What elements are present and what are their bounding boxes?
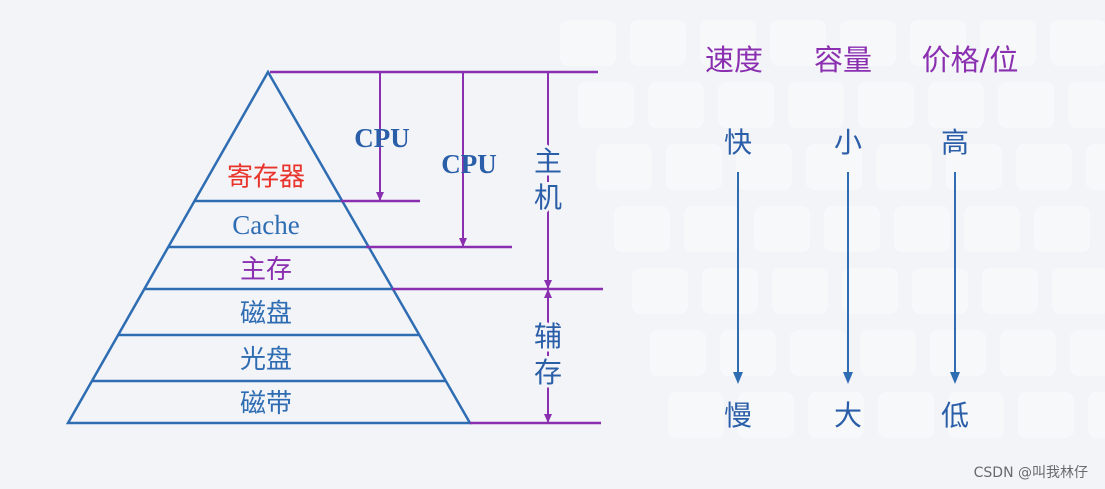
keyboard-key-shape [1050, 20, 1105, 66]
keyboard-key-shape [1086, 144, 1105, 190]
keyboard-key-shape [1088, 392, 1105, 438]
bracket-arrowhead [544, 280, 552, 289]
cpu-inner-label: CPU [354, 123, 410, 153]
keyboard-key-shape [632, 268, 688, 314]
keyboard-key-shape [980, 20, 1036, 66]
host-label-char: 主 [534, 145, 562, 178]
keyboard-key-shape [560, 20, 616, 66]
keyboard-key-shape [912, 268, 968, 314]
keyboard-key-shape [1068, 82, 1105, 128]
keyboard-key-shape [648, 82, 704, 128]
keyboard-key-shape [858, 82, 914, 128]
column-header: 价格/位 [922, 43, 1019, 77]
aux-label-char: 存 [534, 356, 562, 389]
keyboard-key-shape [720, 330, 776, 376]
bracket-lines [270, 70, 603, 425]
keyboard-key-shape [578, 82, 634, 128]
bracket-arrowhead [376, 192, 384, 201]
keyboard-key-shape [702, 268, 758, 314]
keyboard-key-shape [738, 392, 794, 438]
column-arrowhead [950, 372, 960, 384]
cpu-outer-label: CPU [441, 149, 497, 179]
keyboard-key-shape [1000, 330, 1056, 376]
pyramid-level-label: 光盘 [240, 345, 292, 375]
keyboard-key-shape [718, 82, 774, 128]
keyboard-key-shape [860, 330, 916, 376]
keyboard-key-shape [842, 268, 898, 314]
pyramid-dividers [91, 199, 446, 383]
keyboard-key-shape [684, 206, 740, 252]
keyboard-key-shape [754, 206, 810, 252]
bracket-arrowhead [459, 238, 467, 247]
column-bottom-label: 慢 [724, 399, 752, 432]
keyboard-key-shape [808, 392, 864, 438]
column-top-label: 高 [941, 126, 969, 159]
keyboard-key-shape [1018, 392, 1074, 438]
pyramid-level-label: 寄存器 [227, 163, 305, 193]
column-arrowhead [733, 372, 743, 384]
watermark-text: CSDN @叫我林仔 [974, 465, 1088, 481]
column-top-label: 快 [724, 126, 752, 159]
keyboard-key-shape [964, 206, 1020, 252]
keyboard-key-shape [736, 144, 792, 190]
keyboard-key-shape [790, 330, 846, 376]
bracket-arrowhead [544, 414, 552, 423]
keyboard-key-shape [700, 20, 756, 66]
host-label: 主机 [531, 142, 565, 217]
keyboard-key-shape [614, 206, 670, 252]
keyboard-key-shape [876, 144, 932, 190]
keyboard-key-shape [650, 330, 706, 376]
keyboard-key-shape [1016, 144, 1072, 190]
keyboard-key-shape [894, 206, 950, 252]
keyboard-key-shape [770, 20, 826, 66]
keyboard-key-shape [998, 82, 1054, 128]
keyboard-key-shape [930, 330, 986, 376]
column-bottom-label: 低 [941, 399, 969, 432]
keyboard-key-shape [840, 20, 896, 66]
keyboard-key-shape [772, 268, 828, 314]
column-header: 速度 [705, 43, 763, 77]
column-bottom-label: 大 [834, 399, 862, 432]
keyboard-key-shape [668, 392, 724, 438]
keyboard-key-shape [910, 20, 966, 66]
pyramid-level-label: 磁盘 [240, 299, 292, 329]
keyboard-key-shape [982, 268, 1038, 314]
keyboard-key-shape [596, 144, 652, 190]
keyboard-key-shape [1034, 206, 1090, 252]
keyboard-key-shape [630, 20, 686, 66]
keyboard-key-shape [666, 144, 722, 190]
pyramid-level-label: Cache [232, 210, 299, 240]
keyboard-key-shape [948, 392, 1004, 438]
column-top-label: 小 [834, 126, 862, 159]
keyboard-key-shape [1052, 268, 1105, 314]
keyboard-key-shape [824, 206, 880, 252]
bracket-arrowhead [544, 289, 552, 298]
aux-label-char: 辅 [534, 320, 562, 353]
auxiliary-storage-label: 辅存 [531, 317, 565, 392]
background-decoration [560, 20, 1105, 438]
pyramid-level-label: 磁带 [240, 389, 292, 419]
keyboard-key-shape [1070, 330, 1105, 376]
keyboard-key-shape [946, 144, 1002, 190]
pyramid-level-label: 主存 [240, 255, 292, 285]
keyboard-key-shape [928, 82, 984, 128]
keyboard-key-shape [788, 82, 844, 128]
column-arrowhead [843, 372, 853, 384]
keyboard-key-shape [878, 392, 934, 438]
column-header: 容量 [814, 43, 872, 77]
host-label-char: 机 [534, 181, 562, 214]
